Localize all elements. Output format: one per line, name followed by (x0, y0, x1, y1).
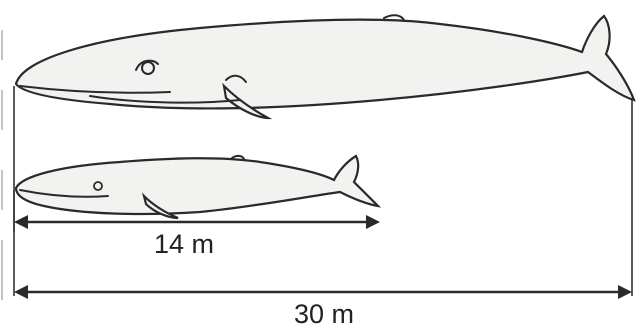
small-length-arrow (14, 215, 380, 229)
large-whale-length-label: 30 m (294, 299, 354, 327)
small-whale-illustration (16, 156, 378, 218)
large-length-arrow (14, 285, 632, 299)
arrowhead-right (366, 215, 380, 229)
small-whale-length-label: 14 m (154, 229, 214, 259)
arrowhead-left (14, 215, 28, 229)
arrowhead-right (618, 285, 632, 299)
large-whale-illustration (16, 15, 634, 118)
arrowhead-left (14, 285, 28, 299)
